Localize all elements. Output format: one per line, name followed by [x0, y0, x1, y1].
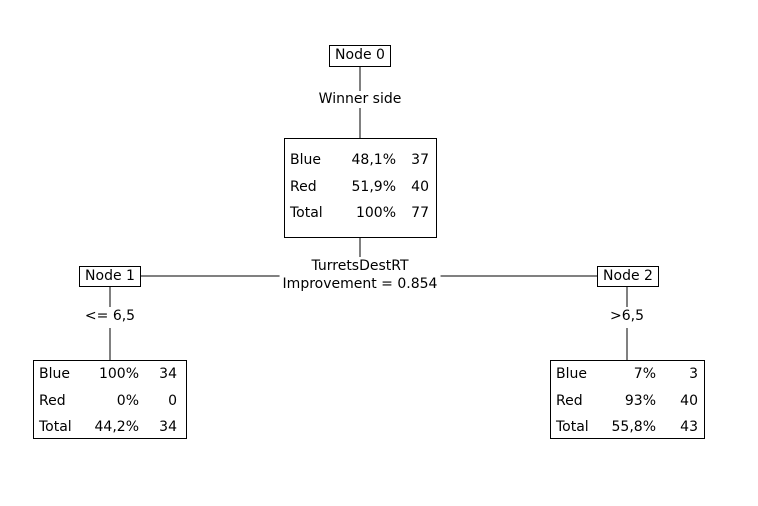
row-count: 40	[411, 178, 429, 195]
node-2-stats-table: Blue 7% 3 Red 93% 40 Total 55,8% 43	[556, 361, 698, 441]
table-row: Blue 7% 3	[556, 361, 698, 388]
table-row: Red 0% 0	[39, 388, 177, 415]
row-label: Red	[290, 178, 317, 195]
row-label: Blue	[290, 152, 321, 169]
node-1-condition: <= 6,5	[82, 308, 138, 324]
row-count: 37	[411, 152, 429, 169]
row-count: 43	[680, 419, 698, 436]
row-pct: 48,1%	[351, 152, 396, 169]
row-label: Total	[39, 419, 72, 436]
node-0-label: Node 0	[329, 45, 391, 67]
table-row: Total 100% 77	[290, 200, 429, 227]
table-row: Total 44,2% 34	[39, 414, 177, 441]
row-count: 0	[168, 392, 177, 409]
row-count: 34	[159, 419, 177, 436]
split-label: TurretsDestRT Improvement = 0.854	[279, 257, 441, 293]
split-variable: TurretsDestRT	[311, 258, 409, 274]
row-label: Blue	[39, 366, 70, 383]
row-count: 3	[689, 366, 698, 383]
table-row: Blue 100% 34	[39, 361, 177, 388]
table-row: Red 93% 40	[556, 388, 698, 415]
node-1-stats-table: Blue 100% 34 Red 0% 0 Total 44,2% 34	[39, 361, 177, 441]
row-pct: 93%	[624, 392, 656, 409]
row-label: Red	[39, 392, 66, 409]
table-row: Red 51,9% 40	[290, 174, 429, 201]
row-count: 77	[411, 205, 429, 222]
node-1-stats-box: Blue 100% 34 Red 0% 0 Total 44,2% 34	[33, 360, 187, 439]
table-row: Total 55,8% 43	[556, 414, 698, 441]
row-count: 34	[159, 366, 177, 383]
node-2-label: Node 2	[597, 266, 659, 287]
row-label: Total	[290, 205, 323, 222]
row-pct: 55,8%	[611, 419, 656, 436]
target-label: Winner side	[316, 91, 404, 107]
row-label: Red	[556, 392, 583, 409]
table-row: Blue 48,1% 37	[290, 147, 429, 174]
row-pct: 100%	[98, 366, 139, 383]
row-pct: 44,2%	[94, 419, 139, 436]
node-2-stats-box: Blue 7% 3 Red 93% 40 Total 55,8% 43	[550, 360, 705, 439]
row-pct: 0%	[116, 392, 139, 409]
row-pct: 51,9%	[351, 178, 396, 195]
row-pct: 7%	[633, 366, 656, 383]
node-0-stats-box: Blue 48,1% 37 Red 51,9% 40 Total 100% 77	[284, 138, 437, 238]
node-1-label: Node 1	[79, 266, 141, 287]
node-0-stats-table: Blue 48,1% 37 Red 51,9% 40 Total 100% 77	[290, 147, 429, 227]
row-label: Blue	[556, 366, 587, 383]
improvement-text: Improvement = 0.854	[282, 276, 438, 292]
row-count: 40	[680, 392, 698, 409]
row-pct: 100%	[355, 205, 396, 222]
row-label: Total	[556, 419, 589, 436]
node-2-condition: >6,5	[608, 308, 646, 324]
